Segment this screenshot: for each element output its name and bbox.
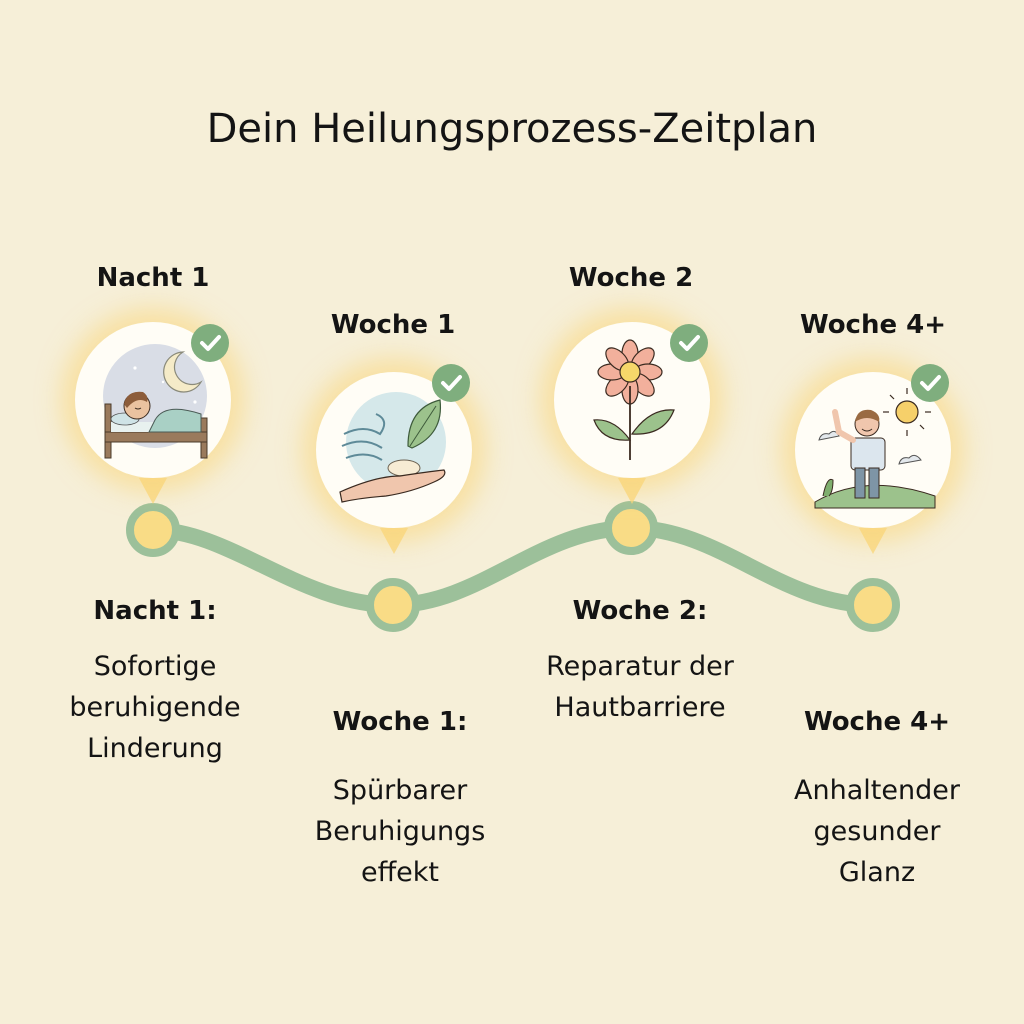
bubble-pointer — [618, 478, 646, 504]
timeline-node-2 — [366, 578, 420, 632]
phase-bubble-woche-4-plus — [795, 364, 951, 528]
hand-cream-leaf-breeze-icon — [339, 392, 446, 503]
phase-bubble-woche-1 — [316, 364, 472, 528]
phase-label-woche-4-plus: Woche 4+ — [799, 310, 947, 340]
caption-title-woche-4-plus: Woche 4+ — [803, 707, 951, 737]
timeline-node-3 — [604, 501, 658, 555]
caption-body-woche-2: Reparatur der Hautbarriere — [546, 651, 734, 723]
phase-label-woche-1: Woche 1 — [330, 310, 456, 340]
caption-body-woche-4-plus: Anhaltender gesunder Glanz — [794, 775, 960, 888]
check-icon — [911, 364, 949, 402]
bubble-pointer — [380, 528, 408, 554]
page-title: Dein Heilungsprozess-Zeitplan — [206, 106, 818, 152]
timeline-node-1 — [126, 503, 180, 557]
flower-icon — [593, 339, 675, 460]
bubble-pointer — [139, 478, 167, 504]
timeline-node-4 — [846, 578, 900, 632]
sleeping-person-moon-icon — [103, 344, 208, 459]
caption-body-woche-1: Spürbarer Beruhigungs effekt — [314, 775, 486, 888]
phase-label-woche-2: Woche 2 — [568, 263, 694, 293]
phase-bubble-woche-2 — [554, 322, 710, 478]
phase-label-nacht-1: Nacht 1 — [96, 263, 210, 293]
check-icon — [432, 364, 470, 402]
check-icon — [670, 324, 708, 362]
caption-title-woche-2: Woche 2: — [572, 596, 708, 626]
check-icon — [191, 324, 229, 362]
phase-bubble-nacht-1 — [75, 322, 231, 478]
caption-title-woche-1: Woche 1: — [332, 707, 468, 737]
caption-body-nacht-1: Sofortige beruhigende Linderung — [69, 651, 241, 764]
bubble-pointer — [859, 528, 887, 554]
caption-title-nacht-1: Nacht 1: — [93, 596, 217, 626]
happy-person-sun-icon — [814, 388, 936, 509]
